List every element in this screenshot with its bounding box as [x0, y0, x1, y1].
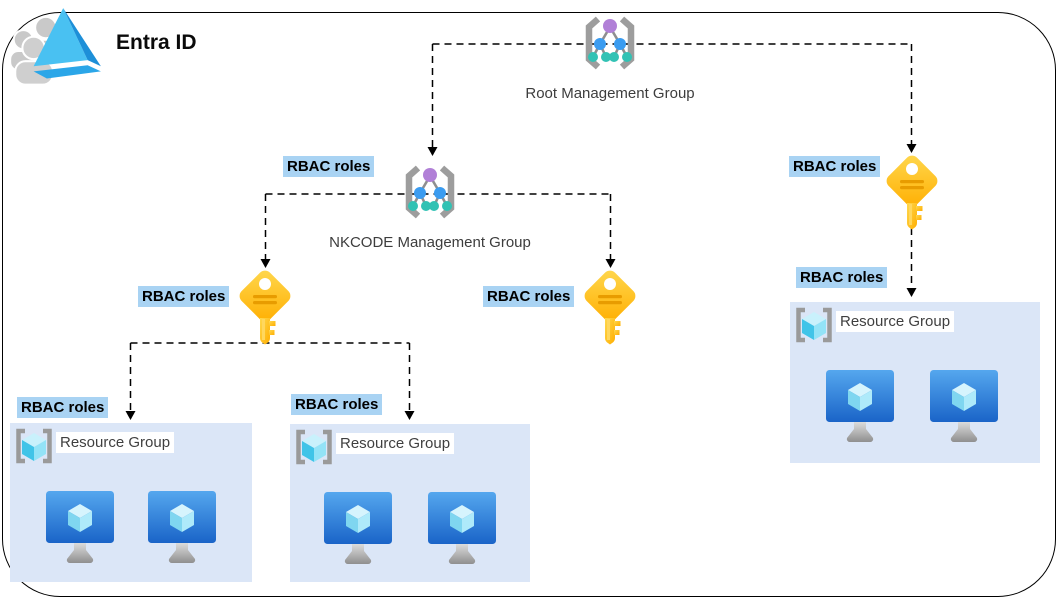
rbac-roles-label: RBAC roles	[789, 156, 881, 177]
virtual-machine-icon	[148, 491, 216, 568]
nkcode-management-group-label: NKCODE Management Group	[329, 234, 531, 251]
virtual-machine-icon	[826, 370, 894, 447]
virtual-machine-icon	[930, 370, 998, 447]
rbac-roles-label: RBAC roles	[483, 286, 575, 307]
management-group-icon[interactable]	[401, 163, 459, 221]
virtual-machine-icon	[428, 492, 496, 569]
rbac-roles-label: RBAC roles	[138, 286, 230, 307]
entra-id-logo	[2, 6, 106, 96]
rbac-roles-label: RBAC roles	[17, 397, 109, 418]
root-management-group-label: Root Management Group	[525, 85, 695, 102]
rbac-key-icon[interactable]	[883, 153, 941, 231]
resource-group-label: Resource Group	[56, 432, 175, 453]
virtual-machine-icon	[46, 491, 114, 568]
resource-group-label: Resource Group	[336, 433, 455, 454]
rbac-roles-label: RBAC roles	[796, 267, 888, 288]
resource-group-icon	[12, 424, 56, 468]
resource-group-box[interactable]: Resource Group	[790, 302, 1040, 463]
resource-group-box[interactable]: Resource Group	[10, 423, 252, 582]
arrowheads	[125, 144, 917, 420]
resource-group-icon	[292, 425, 336, 469]
rbac-key-icon[interactable]	[581, 268, 639, 346]
resource-group-box[interactable]: Resource Group	[290, 424, 530, 582]
rbac-key-icon[interactable]	[236, 268, 294, 346]
virtual-machine-icon	[324, 492, 392, 569]
rbac-roles-label: RBAC roles	[291, 394, 383, 415]
entra-id-title: Entra ID	[116, 31, 197, 54]
management-group-icon[interactable]	[581, 14, 639, 72]
resource-group-icon	[792, 303, 836, 347]
rbac-roles-label: RBAC roles	[283, 156, 375, 177]
resource-group-label: Resource Group	[836, 311, 955, 332]
